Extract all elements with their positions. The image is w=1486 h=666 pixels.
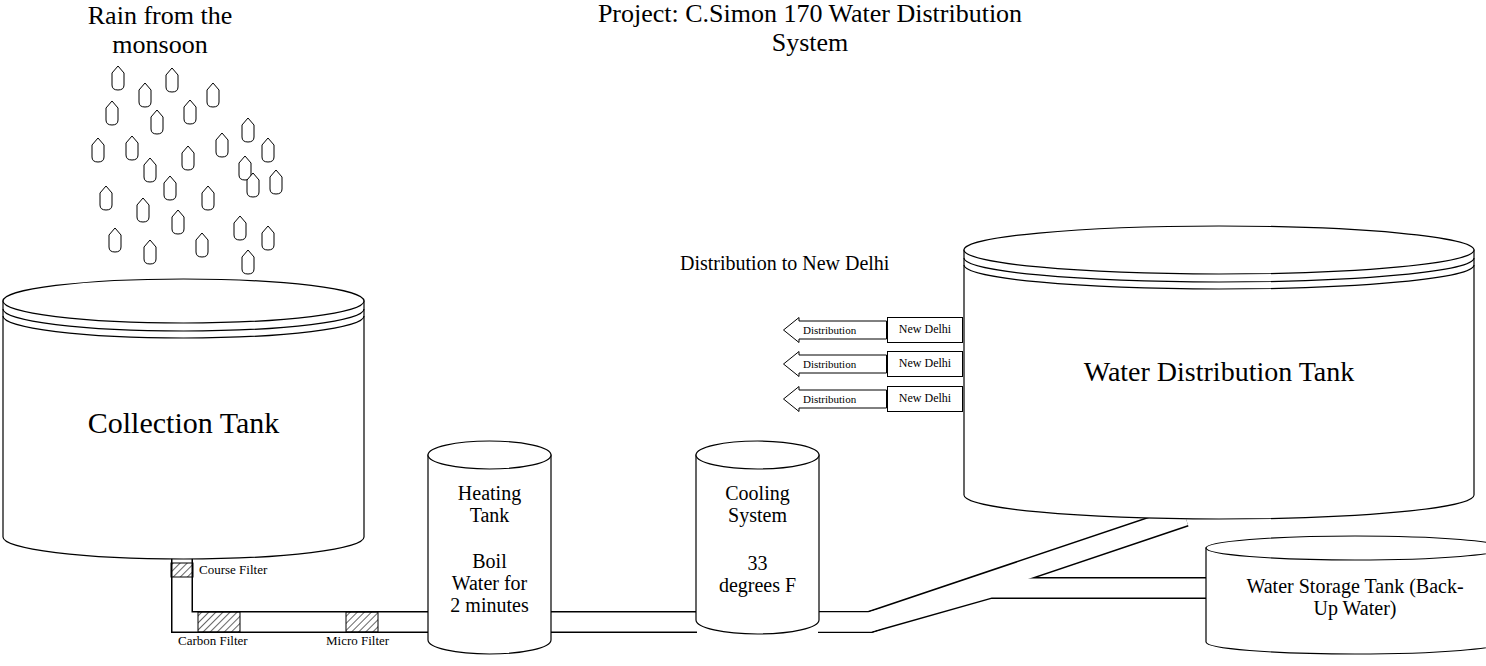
box-border — [888, 318, 963, 343]
new-delhi-box: New Delhi — [887, 351, 963, 377]
pipe-bore — [818, 588, 1207, 622]
raindrop — [126, 136, 138, 160]
raindrop — [139, 83, 151, 107]
raindrop — [207, 83, 219, 107]
filter-label: Micro Filter — [326, 634, 389, 648]
distribution-arrow: Distribution — [783, 351, 887, 377]
node-note: Boil Water for 2 minutes — [450, 550, 530, 616]
raindrop — [234, 216, 246, 240]
cylinder-body — [964, 250, 1474, 519]
cylinder-body — [428, 455, 551, 654]
raindrop — [262, 138, 274, 162]
cylinder-body — [1206, 548, 1486, 654]
node-title: New Delhi — [899, 392, 951, 405]
cylinder-rim — [964, 265, 1474, 289]
cylinder-top — [3, 279, 364, 323]
raindrop — [144, 240, 156, 264]
raindrop — [184, 100, 196, 124]
water-storage-tank: Water Storage Tank (Back-Up Water) — [1205, 535, 1486, 655]
node-title: Water Storage Tank (Back-Up Water) — [1235, 575, 1475, 619]
new-delhi-box: New Delhi — [887, 386, 963, 412]
node-title: Distribution — [803, 358, 856, 370]
section-label: Distribution to New Delhi — [680, 252, 889, 274]
raindrop — [242, 250, 254, 274]
arrow-outline — [784, 387, 887, 412]
raindrop — [112, 66, 124, 90]
node-title: Cooling System — [708, 482, 808, 526]
raindrop — [239, 156, 251, 180]
raindrop — [182, 146, 194, 170]
raindrop — [216, 133, 228, 157]
filter-label: Course Filter — [199, 563, 267, 577]
arrow-outline — [784, 352, 887, 377]
raindrop — [196, 233, 208, 257]
raindrop — [202, 186, 214, 210]
raindrop — [109, 228, 121, 252]
raindrop — [92, 138, 104, 162]
raindrop — [137, 198, 149, 222]
coarse-filter-symbol — [171, 563, 193, 577]
heating-tank-outline — [427, 440, 552, 655]
arrow-outline — [784, 318, 887, 343]
cylinder-rim — [3, 309, 364, 331]
cylinder-rim — [964, 258, 1474, 282]
pipe-connector — [818, 588, 1207, 622]
raindrop — [262, 226, 274, 250]
collection-tank: Collection Tank — [2, 278, 365, 560]
cylinder-top — [1206, 536, 1486, 560]
raindrop — [100, 186, 112, 210]
cylinder-top — [964, 226, 1474, 274]
distribution-arrow: Distribution — [783, 317, 887, 343]
filter-label: Carbon Filter — [178, 634, 248, 648]
box-border — [888, 387, 963, 412]
cylinder-rim — [3, 316, 364, 338]
new-delhi-box: New Delhi — [887, 317, 963, 343]
raindrop — [166, 68, 178, 92]
raindrop — [172, 210, 184, 234]
node-note: 33 degrees F — [718, 552, 798, 596]
raindrop — [247, 173, 259, 197]
raindrop — [270, 170, 282, 194]
node-title: Distribution — [803, 393, 856, 405]
raindrop — [106, 101, 118, 125]
node-title: New Delhi — [899, 323, 951, 336]
pipe-connector — [818, 516, 1185, 622]
distribution-arrow: Distribution — [783, 386, 887, 412]
carbon-filter-symbol — [198, 612, 240, 632]
rain-label: Rain from the monsoon — [65, 2, 255, 59]
node-title: Collection Tank — [24, 406, 344, 439]
heating-tank: Heating TankBoil Water for 2 minutes — [427, 440, 552, 655]
cylinder-body — [696, 455, 819, 634]
raindrop — [164, 176, 176, 200]
raindrop — [151, 110, 163, 134]
node-title: New Delhi — [899, 357, 951, 370]
cylinder-top — [428, 441, 551, 469]
micro-filter-symbol — [346, 612, 378, 632]
diagram-title: Project: C.Simon 170 Water Distribution … — [560, 0, 1060, 57]
node-title: Distribution — [803, 324, 856, 336]
raindrop — [144, 158, 156, 182]
cylinder-top — [696, 441, 819, 469]
cooling-system-outline — [695, 440, 820, 635]
pipe-bore — [550, 613, 697, 632]
water-distribution-tank: Water Distribution Tank — [963, 225, 1475, 520]
raindrop — [242, 118, 254, 142]
pipe-bore — [818, 516, 1185, 622]
cylinder-body — [3, 301, 364, 559]
node-title: Water Distribution Tank — [1069, 357, 1369, 388]
pipe-connector — [550, 611, 697, 633]
box-border — [888, 352, 963, 377]
cooling-system: Cooling System 33 degrees F — [695, 440, 820, 635]
node-title: Heating Tank — [440, 482, 540, 526]
